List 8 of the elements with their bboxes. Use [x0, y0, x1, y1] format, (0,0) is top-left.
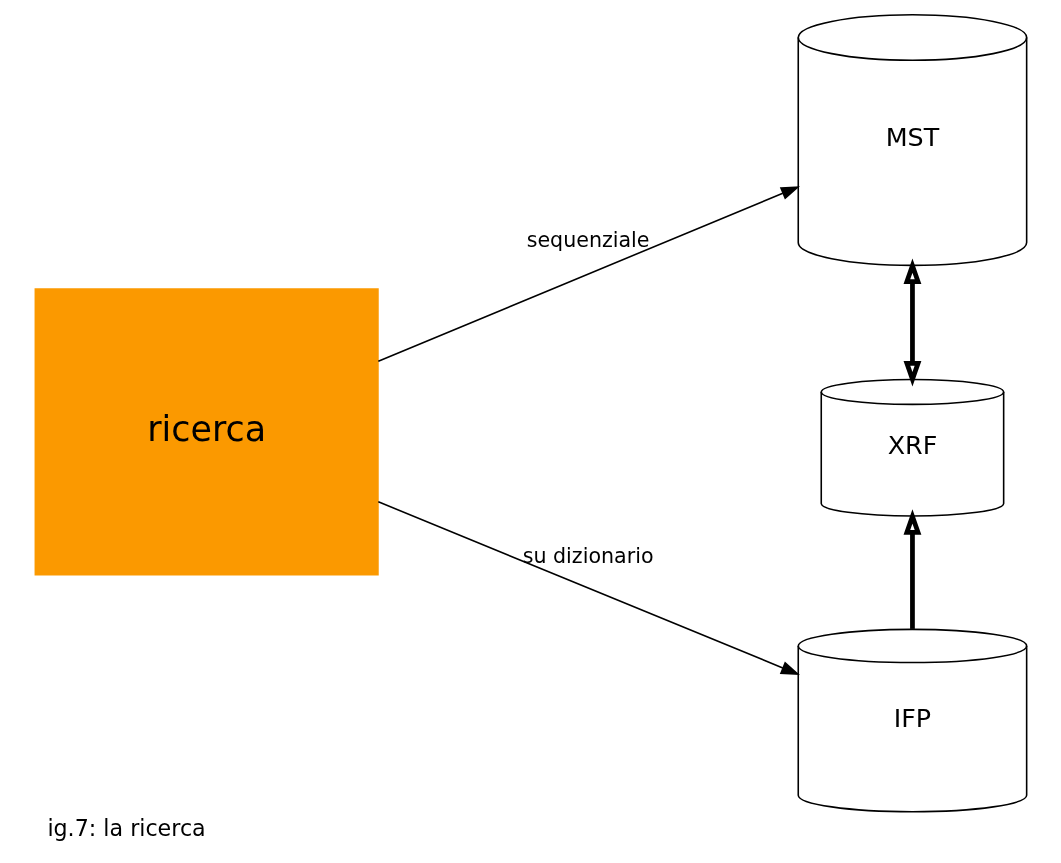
caption: ig.7: la ricerca: [46, 814, 206, 841]
arrow: [903, 509, 921, 629]
node-box: ricerca: [34, 288, 379, 576]
edge-label: su dizionario: [522, 543, 654, 568]
arrow: [377, 501, 800, 675]
edge-label: sequenziale: [526, 227, 650, 252]
arrow: [903, 258, 921, 387]
arrow: [377, 186, 800, 363]
